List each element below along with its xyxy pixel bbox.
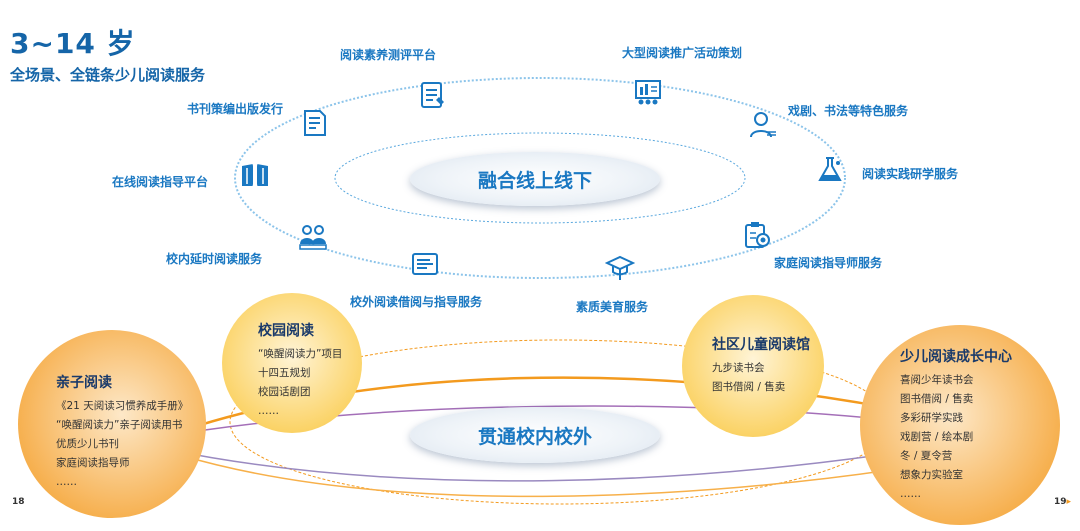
list-item: 校园话剧团 [258,386,311,398]
list-item: 家庭阅读指导师 [56,457,130,469]
campus-reading-title: 校园阅读 [258,323,314,339]
growth-center-content: 少儿阅读成长中心 喜阅少年读书会 图书借阅 / 售卖 多彩研学实践 戏剧营 / … [900,346,1012,504]
page-number-right: 19▸ [1054,497,1071,507]
service-practice-research: 阅读实践研学服务 [862,167,959,181]
page-number-left: 18 [12,497,25,507]
list-item: “唤醒阅读力”项目 [258,348,343,360]
list-item: 冬 / 夏令营 [900,450,953,462]
page-title: 3~14 岁 [10,27,136,60]
service-reading-literacy: 阅读素养测评平台 [340,48,437,62]
list-item: 图书借阅 / 售卖 [900,393,974,405]
center-label-in-out-school: 贯通校内校外 [410,407,660,463]
service-drama-calligraphy: 戏剧、书法等特色服务 [788,104,909,118]
community-reading-content: 社区儿童阅读馆 九步读书会 图书借阅 / 售卖 [712,334,810,397]
circle-parent-child-reading [18,330,206,518]
parent-child-reading-title: 亲子阅读 [56,375,112,391]
students-icon [299,225,327,250]
page-subtitle: 全场景、全链条少儿阅读服务 [10,66,206,84]
document-list-icon [421,82,444,108]
service-large-activity: 大型阅读推广活动策划 [622,46,743,60]
parent-child-reading-content: 亲子阅读 《21 天阅读习惯养成手册》 “唤醒阅读力”亲子阅读用书 优质少儿书刊… [56,372,188,492]
list-item: “唤醒阅读力”亲子阅读用书 [56,419,183,431]
graduation-cap-icon [605,255,635,280]
person-icon [750,112,776,138]
service-off-campus: 校外阅读借阅与指导服务 [350,295,483,309]
upper-inner-ring [334,132,746,224]
community-reading-title: 社区儿童阅读馆 [712,337,810,353]
circle-growth-center [860,325,1060,525]
list-item: …… [258,405,279,417]
service-family-guidance: 家庭阅读指导师服务 [774,256,883,270]
list-item: …… [900,488,921,500]
list-item: …… [56,476,77,488]
page-arrow-icon: ▸ [1066,497,1072,507]
presentation-board-icon [635,80,661,105]
publication-icon [304,110,326,136]
growth-center-title: 少儿阅读成长中心 [900,349,1012,365]
list-item: 九步读书会 [712,362,765,374]
circle-campus-reading [222,293,362,433]
list-item: 图书借阅 / 售卖 [712,381,786,393]
link-purple-lower [169,449,881,482]
service-publishing: 书刊策编出版发行 [187,102,284,116]
list-item: 十四五规划 [258,367,311,379]
clipboard-target-icon [745,222,770,248]
campus-reading-content: 校园阅读 “唤醒阅读力”项目 十四五规划 校园话剧团 …… [258,320,342,421]
flask-icon [818,157,842,181]
center-label-online-offline: 融合线上线下 [410,152,660,206]
list-item: 想象力实验室 [900,469,963,481]
service-online-platform: 在线阅读指导平台 [112,175,209,189]
upper-outer-ring [234,77,846,279]
service-aesthetic-education: 素质美育服务 [576,300,649,314]
list-item: 戏剧营 / 绘本剧 [900,431,974,443]
circle-community-reading [682,295,824,437]
list-item: 优质少儿书刊 [56,438,119,450]
page-number-right-text: 19 [1054,497,1067,507]
list-item: 《21 天阅读习惯养成手册》 [56,400,189,412]
service-after-school: 校内延时阅读服务 [166,252,263,266]
list-item: 喜阅少年读书会 [900,374,974,386]
list-item: 多彩研学实践 [900,412,963,424]
reading-board-icon [412,253,438,275]
link-orange-lower [179,454,891,498]
open-book-icon [242,163,268,187]
